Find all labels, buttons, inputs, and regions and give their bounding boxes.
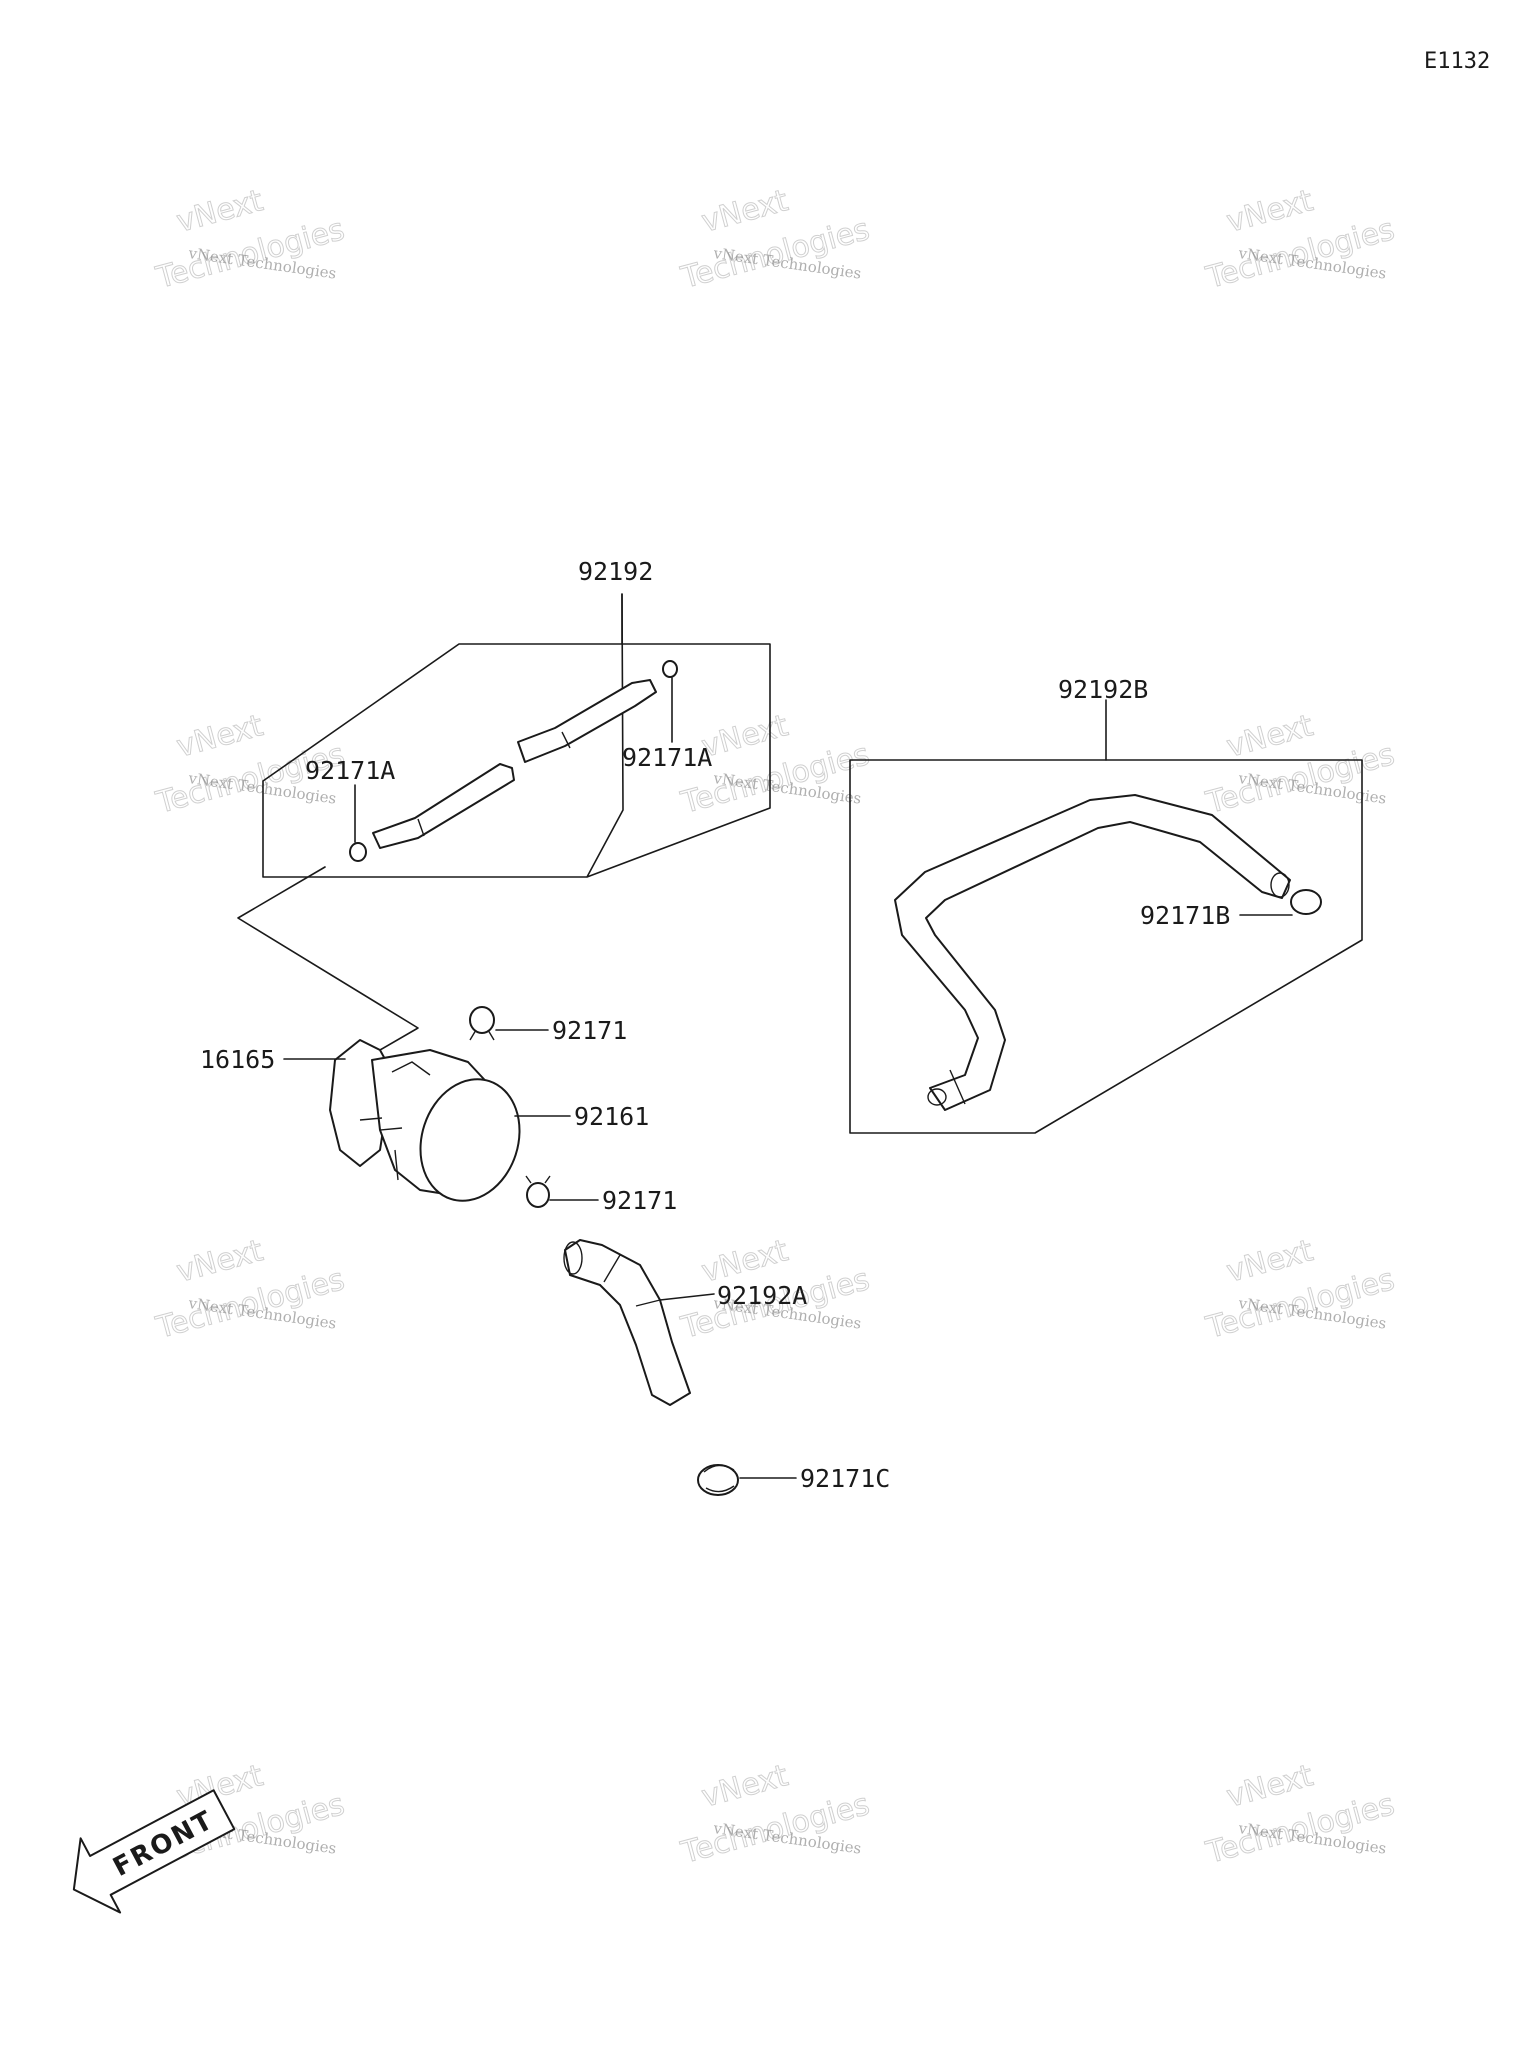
label-92192a: 92192A <box>717 1281 807 1310</box>
label-92192b: 92192B <box>1058 675 1148 704</box>
diagram-code: E1132 <box>1424 49 1490 74</box>
hose-92192b-group: 92192B 92171B <box>849 675 1363 1134</box>
tube-92192-lower <box>372 763 515 849</box>
label-92171b: 92171B <box>1140 901 1230 930</box>
watermark: vNext Technologies vNext Technologies <box>1202 1758 1399 1872</box>
watermark: vNext Technologies vNext Technologies <box>152 1233 349 1347</box>
svg-text:vNext: vNext <box>1223 1758 1317 1815</box>
clamp-92171c <box>697 1464 797 1496</box>
hose-92192b <box>894 794 1291 1111</box>
clamp-92171a-right <box>662 660 678 743</box>
hose-92192a <box>563 1239 715 1406</box>
hose-92192b-outline <box>849 759 1363 1134</box>
label-92171c: 92171C <box>800 1464 890 1493</box>
watermark: vNext Technologies vNext Technologies <box>1202 1233 1399 1347</box>
svg-text:vNext: vNext <box>698 1758 792 1815</box>
label-92171a-right: 92171A <box>622 743 712 772</box>
watermark: vNext Technologies vNext Technologies <box>677 1758 874 1872</box>
label-92171a-left: 92171A <box>305 756 395 785</box>
label-92161: 92161 <box>574 1102 649 1131</box>
clamp-92171b <box>1239 889 1322 916</box>
kit-92192-outline <box>262 593 771 878</box>
svg-text:vNext: vNext <box>698 183 792 240</box>
svg-text:vNext: vNext <box>173 708 267 765</box>
watermark: vNext Technologies vNext Technologies <box>677 183 874 297</box>
label-92171-top: 92171 <box>552 1016 627 1045</box>
tube-92192-upper <box>517 679 657 763</box>
label-92192: 92192 <box>578 557 653 586</box>
svg-text:vNext: vNext <box>173 1233 267 1290</box>
svg-text:vNext: vNext <box>1223 1233 1317 1290</box>
watermark: vNext Technologies vNext Technologies <box>152 183 349 297</box>
kit-92192-group: 92192 92171A 92171A <box>262 557 771 878</box>
label-92171-bottom: 92171 <box>602 1186 677 1215</box>
watermark: vNext Technologies vNext Technologies <box>1202 183 1399 297</box>
svg-text:vNext: vNext <box>1223 708 1317 765</box>
clamp-92171-bottom <box>525 1175 599 1208</box>
clamp-92171a-left <box>349 784 367 862</box>
watermark: vNext Technologies vNext Technologies <box>1202 708 1399 822</box>
label-16165: 16165 <box>200 1045 275 1074</box>
svg-text:vNext: vNext <box>1223 183 1317 240</box>
watermark-grid: vNext Technologies vNext Technologies vN… <box>152 183 1399 1872</box>
kit-to-canister-leader <box>237 866 419 1051</box>
clamp-92171-top <box>469 1006 549 1041</box>
canister-16165 <box>283 1039 521 1202</box>
svg-text:vNext: vNext <box>173 183 267 240</box>
